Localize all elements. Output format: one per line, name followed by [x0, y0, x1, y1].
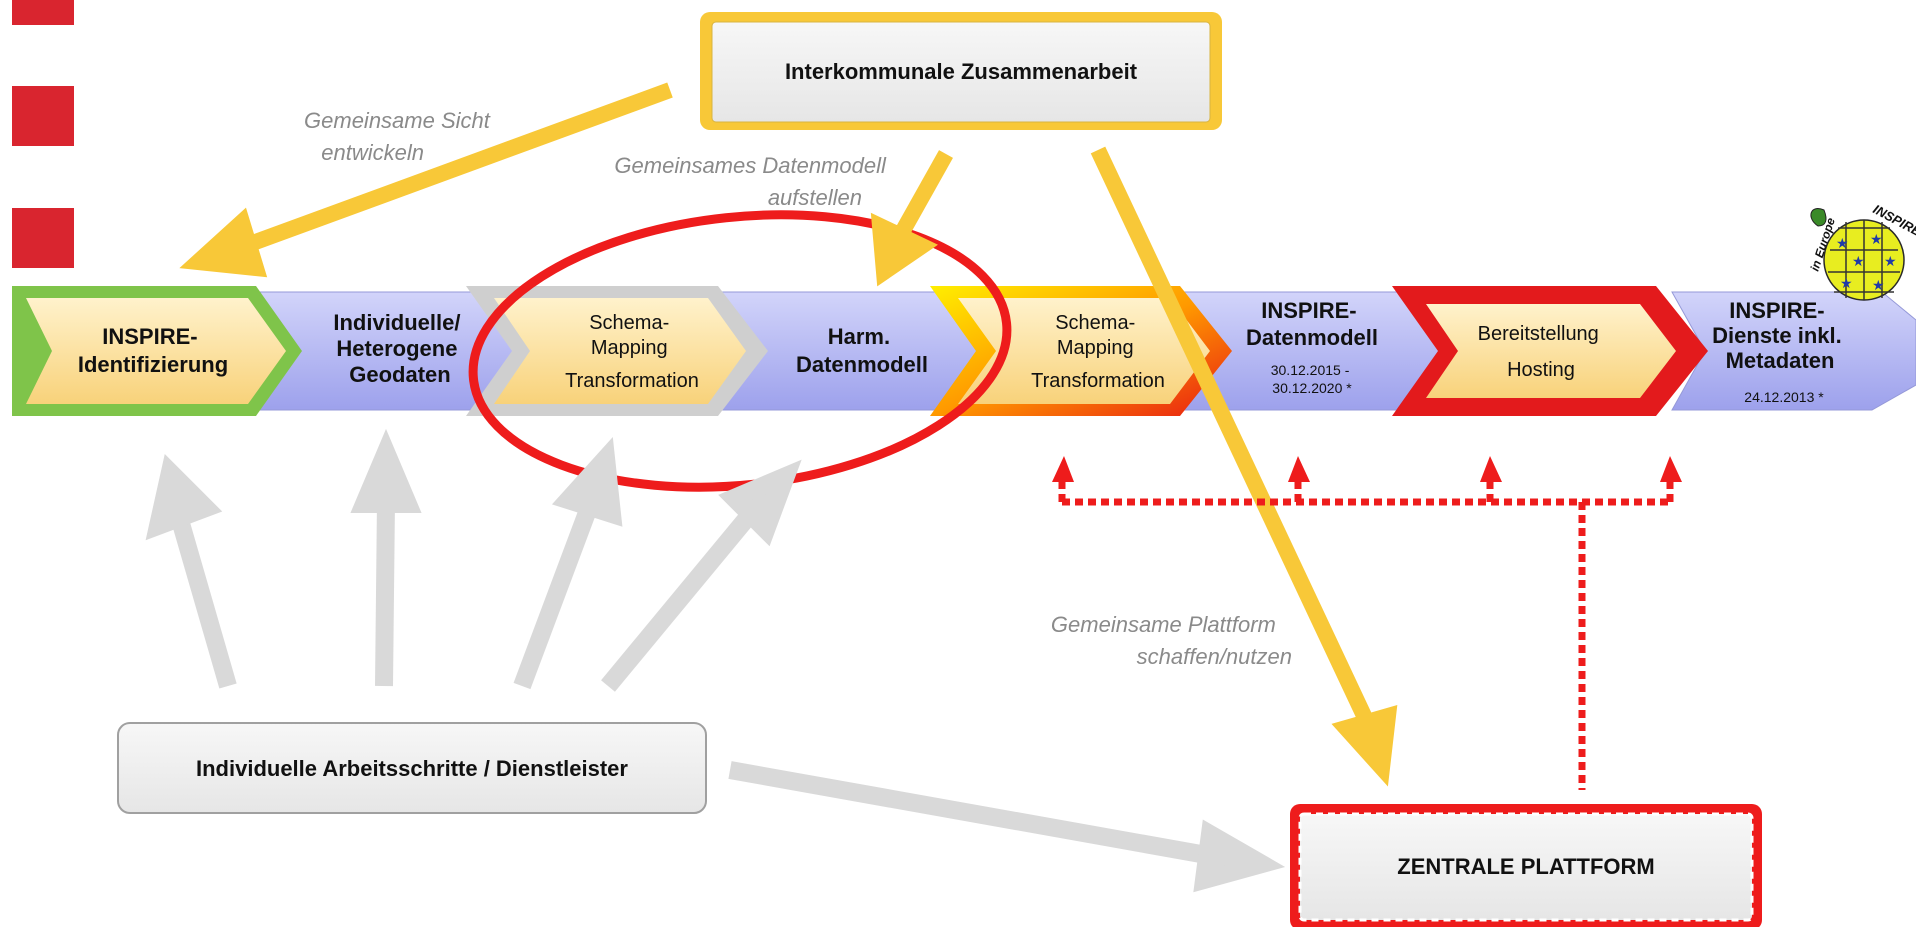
step2-line1: Individuelle/	[333, 310, 460, 335]
step6-line1: INSPIRE-	[1261, 298, 1356, 323]
step7-line1: Bereitstellung	[1478, 323, 1599, 345]
annotation-datenmodell-line1: Gemeinsames Datenmodell	[614, 153, 887, 178]
svg-text:★: ★	[1884, 253, 1897, 269]
connector-arrowheads	[1052, 456, 1682, 482]
svg-text:Schema- Mapping Transf: Schema- Mapping Transformation	[565, 312, 699, 392]
svg-text:★: ★	[1840, 275, 1853, 291]
svg-text:INSPIRE- Identifizierung: INSPIRE- Identifizierung	[78, 324, 228, 377]
step8-line3: Metadaten	[1726, 348, 1835, 373]
annotation-sicht-line1: Gemeinsame Sicht	[304, 108, 491, 133]
bottom-left-box	[117, 722, 707, 814]
step2-line2: Heterogene	[336, 336, 457, 361]
annotation-plattform-line1: Gemeinsame Plattform	[1051, 612, 1276, 637]
svg-text:★: ★	[1836, 235, 1849, 251]
step8-date: 24.12.2013 *	[1744, 389, 1824, 405]
yellow-arrows	[179, 82, 1398, 787]
annotation-sicht-line2: entwickeln	[321, 140, 424, 165]
step5-line1: Schema-	[1055, 312, 1135, 334]
svg-text:Harm. Datenmodell: Harm. Datenmodell	[796, 324, 928, 377]
svg-text:Individuelle/ Heterogene: Individuelle/ Heterogene Geodaten	[333, 310, 466, 387]
annotation-plattform-line2: schaffen/nutzen	[1137, 644, 1292, 669]
platform-connectors	[1058, 480, 1674, 790]
grey-arrows	[145, 428, 1286, 893]
step7-chevron-inner	[1426, 304, 1676, 398]
step2-line3: Geodaten	[349, 362, 450, 387]
red-square-2	[12, 86, 74, 146]
step1-line1: INSPIRE-	[102, 324, 197, 349]
step4-line1: Harm.	[828, 324, 890, 349]
top-box-label: Interkommunale Zusammenarbeit	[785, 59, 1138, 84]
step5-chevron-inner	[958, 298, 1210, 404]
svg-text:30.12.2015 - 30.12.2020 *: 30.12.2015 - 30.12.2020 *	[1271, 362, 1354, 396]
svg-text:★: ★	[1870, 231, 1883, 247]
step3-chevron-inner	[494, 298, 746, 404]
svg-text:Gemeinsame Sicht entwickel: Gemeinsame Sicht entwickeln	[304, 108, 496, 165]
red-square-3	[12, 208, 74, 268]
step4-line2: Datenmodell	[796, 352, 928, 377]
inspire-in-europe-logo: ★ ★ ★ ★ ★ ★ INSPIRE in Europe	[1808, 201, 1916, 301]
step8-line1: INSPIRE-	[1729, 298, 1824, 323]
annotation-datenmodell-line2: aufstellen	[768, 185, 862, 210]
step3-line3: Transformation	[565, 370, 699, 392]
step1-chevron-inner	[26, 298, 286, 404]
bottom-left-box-label: Individuelle Arbeitsschritte / Dienstlei…	[196, 756, 628, 781]
step6-date2: 30.12.2020 *	[1272, 380, 1352, 396]
svg-text:Gemeinsames Datenmodell au: Gemeinsames Datenmodell aufstellen	[614, 153, 892, 210]
step8-line2: Dienste inkl.	[1712, 323, 1842, 348]
svg-text:★: ★	[1872, 277, 1885, 293]
step6-date1: 30.12.2015 -	[1271, 362, 1350, 378]
red-square-1	[12, 0, 74, 25]
svg-text:Schema- Mapping Transf: Schema- Mapping Transformation	[1031, 312, 1165, 392]
step1-line2: Identifizierung	[78, 352, 228, 377]
svg-text:★: ★	[1852, 253, 1865, 269]
svg-text:Gemeinsame Plattform schaf: Gemeinsame Plattform schaffen/nutzen	[1051, 612, 1292, 669]
step5-line2: Mapping	[1057, 337, 1134, 359]
step6-line2: Datenmodell	[1246, 325, 1378, 350]
step3-line2: Mapping	[591, 337, 668, 359]
svg-text:INSPIRE- Datenmodell: INSPIRE- Datenmodell	[1246, 298, 1378, 350]
step7-line2: Hosting	[1507, 359, 1575, 381]
svg-text:Bereitstellung Hosting: Bereitstellung Hosting	[1478, 323, 1605, 381]
step3-line1: Schema-	[589, 312, 669, 334]
svg-text:INSPIRE- Dienste inkl.: INSPIRE- Dienste inkl. Metadaten	[1712, 298, 1848, 373]
platform-box-label: ZENTRALE PLATTFORM	[1397, 854, 1654, 879]
step5-line3: Transformation	[1031, 370, 1165, 392]
